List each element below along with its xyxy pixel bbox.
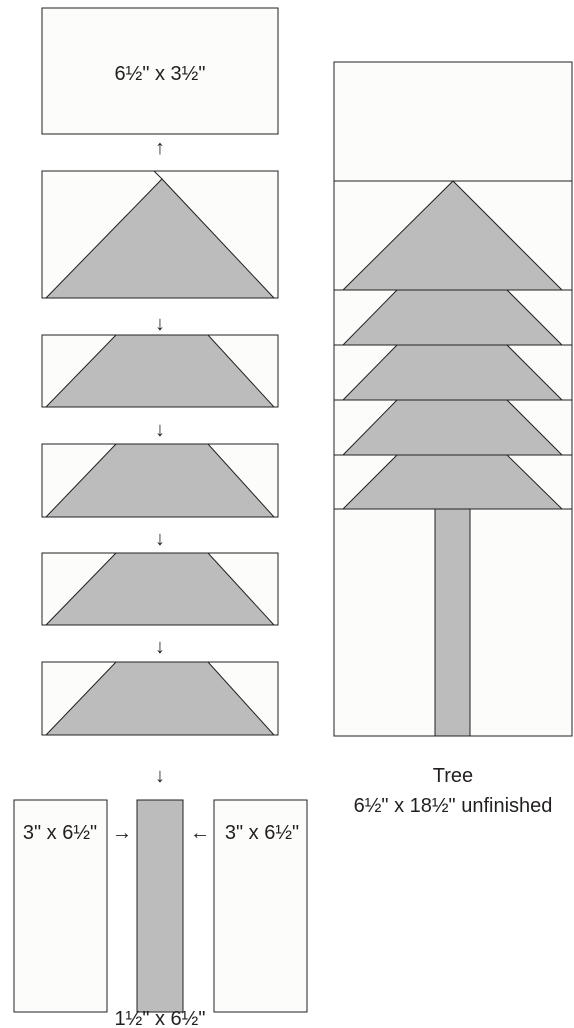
tree-tier-4-piece [41, 661, 279, 736]
top-block-label: 6½" x 3½" [115, 63, 206, 85]
right-side-block-piece: 3" x 6½" [213, 799, 308, 1013]
tree-tier-1-piece [41, 334, 279, 408]
down-arrow-icon: ↓ [155, 313, 165, 335]
down-arrow-icon: ↓ [155, 636, 165, 658]
trunk-piece [136, 799, 184, 1013]
up-arrow-icon: ↑ [155, 137, 165, 159]
down-arrow-icon: ↓ [155, 765, 165, 787]
down-arrow-icon: ↓ [155, 419, 165, 441]
left-arrow-icon: ← [190, 822, 210, 844]
finished-size-label: 6½" x 18½" unfinished [354, 795, 553, 817]
trunk-block-label: 1½" x 6½" [115, 1008, 206, 1028]
left-side-block-piece: 3" x 6½" [13, 799, 108, 1013]
tree-tier-2-piece [41, 443, 279, 518]
right-side-block-label: 3" x 6½" [225, 822, 299, 844]
down-arrow-icon: ↓ [155, 528, 165, 550]
top-block-piece: 6½" x 3½" [41, 7, 279, 135]
tree-tier-3-piece [41, 552, 279, 626]
tree-top-triangle-piece [41, 170, 279, 299]
finished-tree-block [333, 61, 573, 737]
left-side-block-label: 3" x 6½" [23, 822, 97, 844]
finished-title: Tree [433, 765, 473, 787]
right-arrow-icon: → [112, 822, 132, 844]
